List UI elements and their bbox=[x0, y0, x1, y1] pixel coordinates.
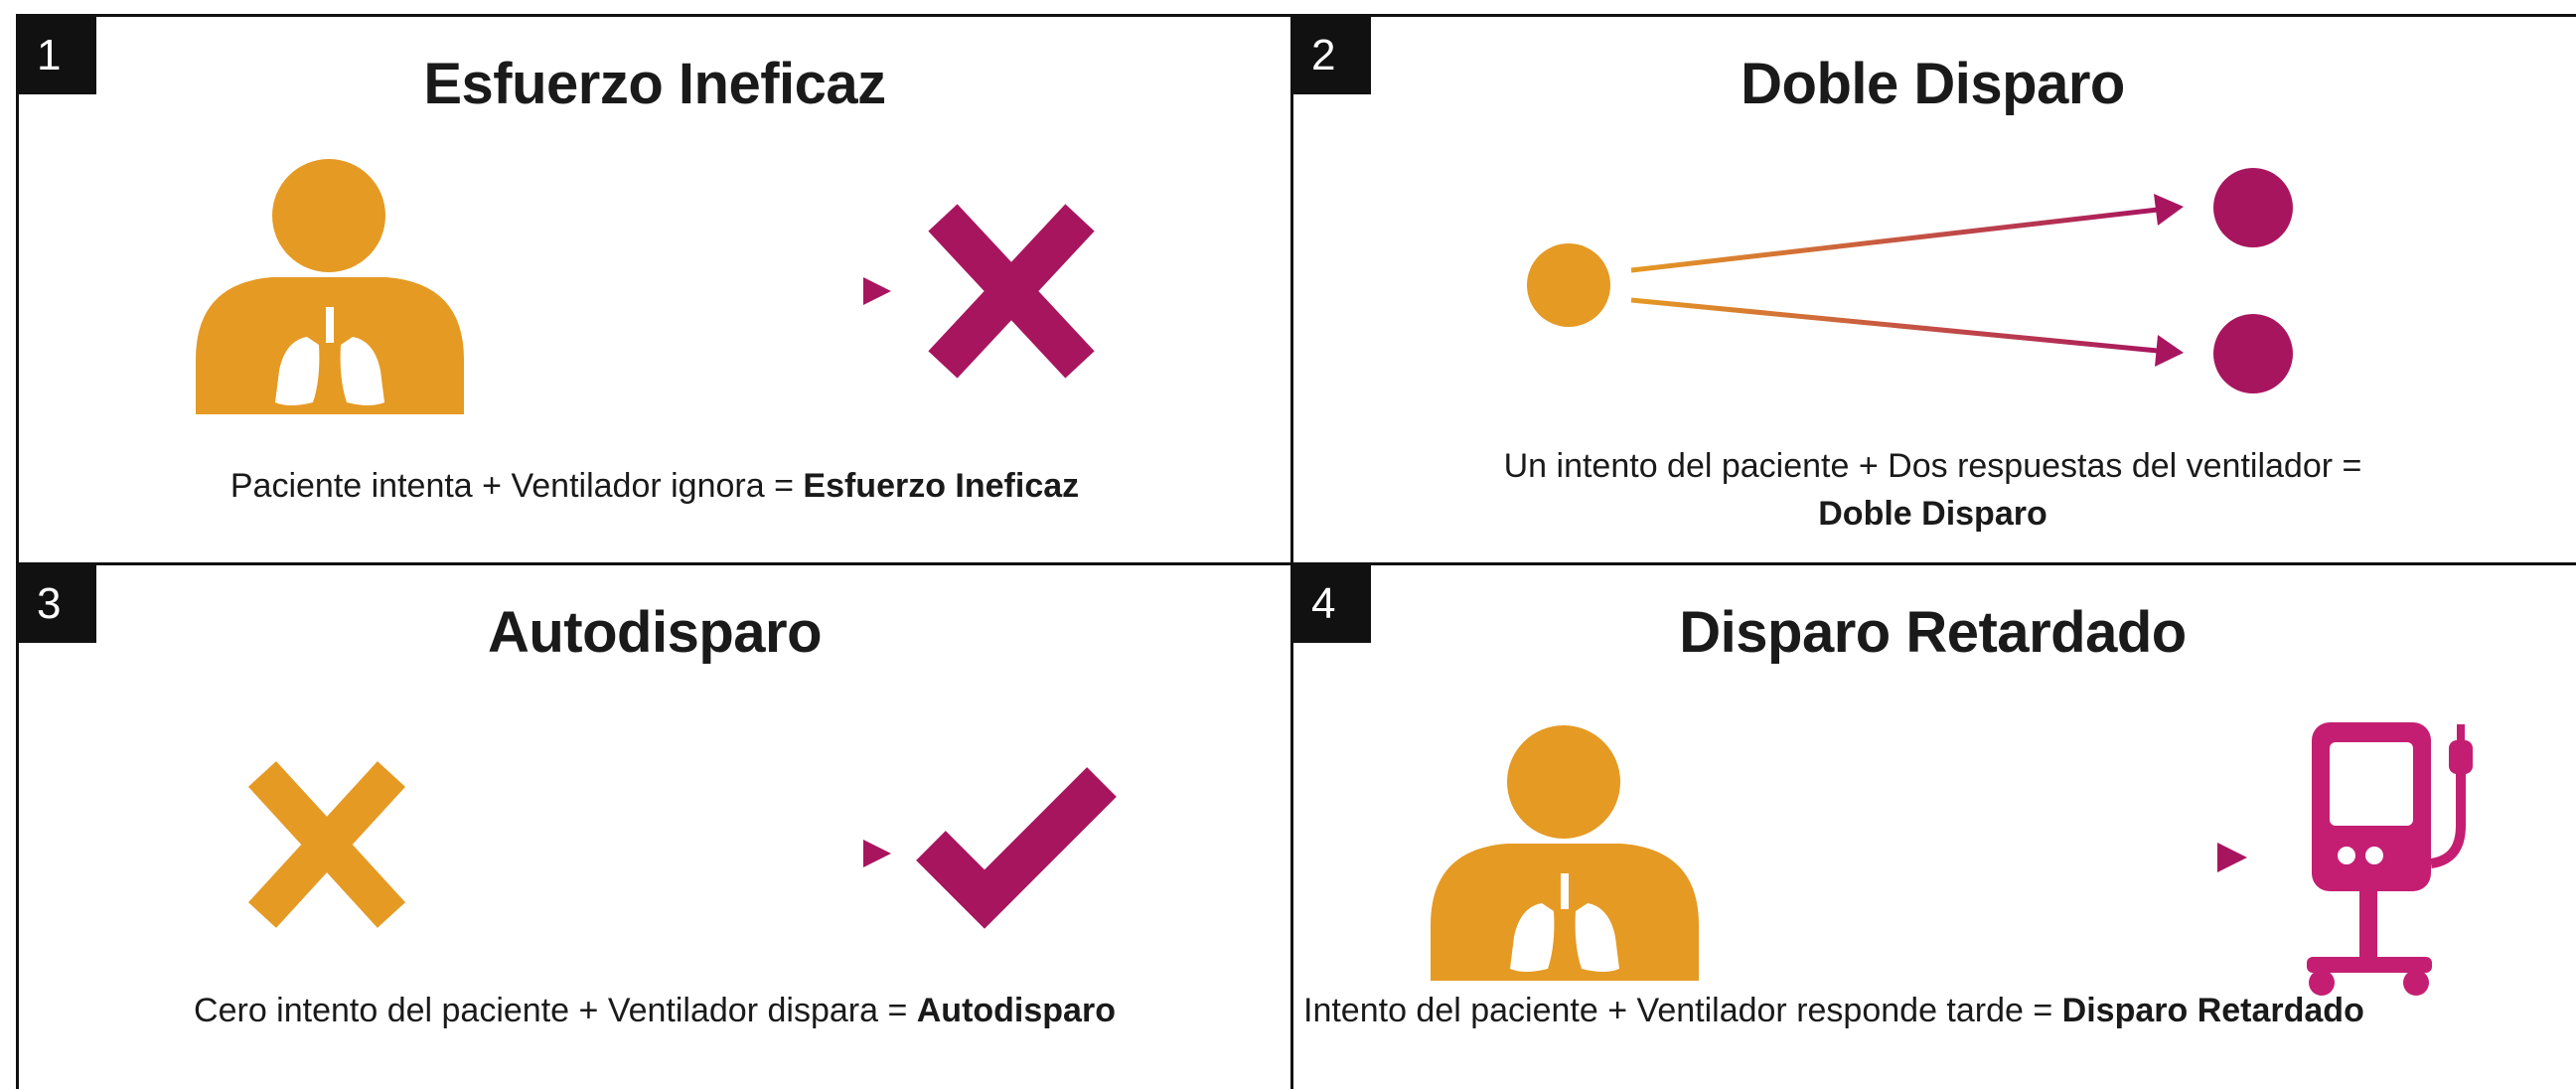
panel-caption: Cero intento del paciente + Ventilador d… bbox=[19, 987, 1290, 1034]
panel-title: Autodisparo bbox=[487, 600, 823, 665]
panel-caption: Un intento del paciente + Dos respuestas… bbox=[1293, 442, 2572, 538]
panel-number-badge: 1 bbox=[19, 17, 96, 94]
caption-term: Doble Disparo bbox=[1818, 495, 2047, 533]
circle-icon bbox=[2213, 314, 2293, 393]
arrow-right-icon bbox=[1630, 297, 2184, 367]
panel-illustration bbox=[196, 159, 1095, 414]
panel-caption: Intento del paciente + Ventilador respon… bbox=[1303, 987, 2576, 1034]
panel-doble-disparo: 2 Doble Disparo Un intento del paciente … bbox=[1290, 14, 2576, 565]
small-circle-icon bbox=[1527, 243, 1610, 327]
x-mark-icon bbox=[247, 761, 406, 928]
panel-caption: Paciente intenta + Ventilador ignora = E… bbox=[19, 462, 1290, 510]
circle-icon bbox=[2213, 168, 2293, 247]
diagram-grid: 1 Esfuerzo Ineficaz bbox=[16, 14, 2576, 1089]
panel-illustration bbox=[1527, 168, 2293, 393]
arrow-right-icon bbox=[479, 277, 891, 305]
panel-illustration bbox=[1431, 722, 2473, 996]
caption-term: Esfuerzo Ineficaz bbox=[803, 467, 1080, 505]
panel-title: Disparo Retardado bbox=[1679, 600, 2187, 665]
panel-number-badge: 4 bbox=[1293, 565, 1371, 643]
arrow-right-icon bbox=[1630, 194, 2184, 273]
checkmark-icon bbox=[916, 767, 1117, 929]
panel-number-badge: 3 bbox=[19, 565, 96, 643]
patient-lungs-icon bbox=[196, 159, 464, 414]
caption-term: Autodisparo bbox=[916, 992, 1116, 1029]
panel-title: Doble Disparo bbox=[1741, 52, 2125, 116]
caption-text: Un intento del paciente + Dos respuestas… bbox=[1503, 447, 2362, 485]
panel-disparo-retardado: 4 Disparo Retardado bbox=[1290, 562, 2576, 1089]
caption-text: Intento del paciente + Ventilador respon… bbox=[1303, 992, 2062, 1029]
panel-illustration bbox=[247, 761, 1117, 929]
caption-text: Cero intento del paciente + Ventilador d… bbox=[194, 992, 917, 1029]
arrow-right-icon bbox=[479, 840, 891, 867]
caption-term: Disparo Retardado bbox=[2061, 992, 2364, 1029]
panel-number-badge: 2 bbox=[1293, 17, 1371, 94]
x-mark-icon bbox=[928, 204, 1095, 379]
dashed-arrow-icon bbox=[1713, 843, 2247, 872]
caption-text: Paciente intenta + Ventilador ignora = bbox=[229, 467, 804, 505]
patient-lungs-icon bbox=[1431, 725, 1699, 981]
ventilator-icon bbox=[2307, 722, 2473, 996]
panel-title: Esfuerzo Ineficaz bbox=[423, 52, 886, 116]
panel-esfuerzo-ineficaz: 1 Esfuerzo Ineficaz bbox=[16, 14, 1293, 565]
panel-autodisparo: 3 Autodisparo Cero intento del paciente … bbox=[16, 562, 1293, 1089]
